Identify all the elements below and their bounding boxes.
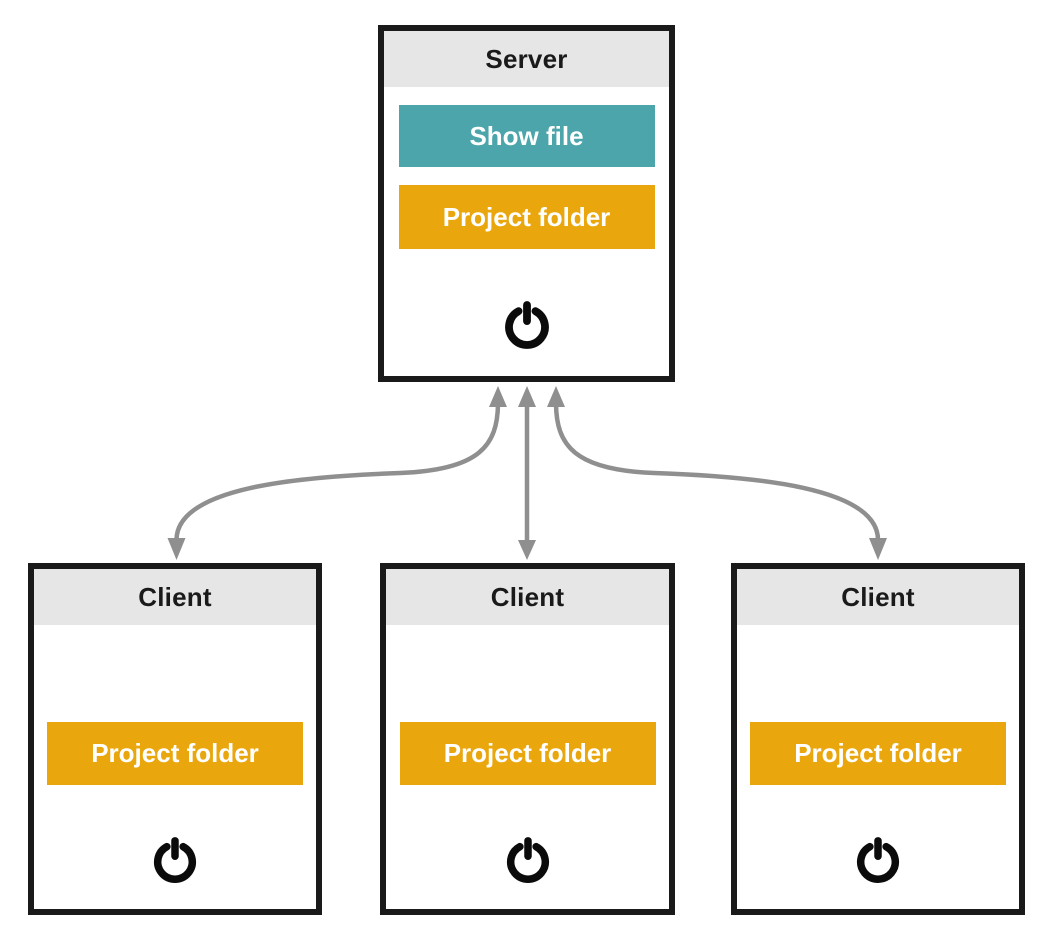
power-icon[interactable] — [150, 835, 200, 885]
client3-project-folder-button[interactable]: Project folder — [750, 722, 1006, 785]
client-node-1: Client Project folder — [28, 563, 322, 915]
server-header: Server — [384, 31, 669, 87]
server-project-folder-button[interactable]: Project folder — [398, 185, 655, 249]
client1-project-folder-button[interactable]: Project folder — [47, 722, 303, 785]
client-node-3: Client Project folder — [731, 563, 1025, 915]
client-header: Client — [386, 569, 669, 625]
client2-project-folder-button[interactable]: Project folder — [399, 722, 656, 785]
client-title: Client — [841, 581, 915, 612]
server-client3-arrow — [547, 386, 887, 560]
power-icon[interactable] — [501, 299, 553, 351]
power-icon[interactable] — [853, 835, 903, 885]
client-header: Client — [737, 569, 1019, 625]
show-file-button[interactable]: Show file — [398, 105, 655, 167]
client-node-2: Client Project folder — [380, 563, 675, 915]
power-icon[interactable] — [503, 835, 553, 885]
down-arrow-slot — [384, 167, 669, 185]
client-header: Client — [34, 569, 316, 625]
client-title: Client — [490, 581, 565, 612]
server-client1-arrow — [167, 386, 507, 560]
client-title: Client — [138, 581, 212, 612]
server-client2-arrow — [518, 386, 536, 560]
server-node: Server Show file Project folder — [378, 25, 675, 382]
server-title: Server — [485, 43, 568, 74]
